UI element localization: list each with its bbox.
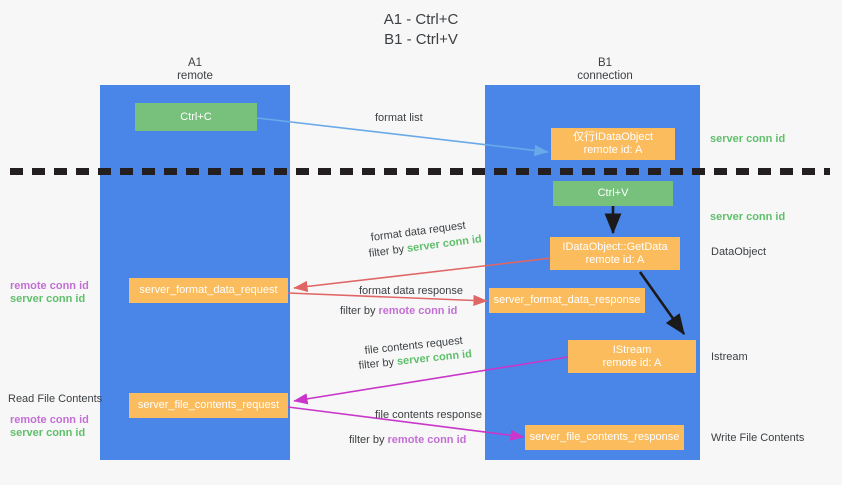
node-istream-sublabel: remote id: A [602, 356, 662, 369]
node-server-file-contents-response[interactable]: server_file_contents_response [525, 425, 684, 450]
edge-label-file-contents-response: file contents response [375, 409, 483, 421]
node-server-file-contents-response-label: server_file_contents_response [529, 431, 680, 443]
node-server-format-data-request[interactable]: server_format_data_request [129, 278, 288, 303]
filter-prefix: filter by [368, 242, 408, 260]
column-header-a1: A1 remote [177, 57, 213, 82]
node-ctrl-v-label: Ctrl+V [597, 187, 629, 199]
note-server-conn-id-top: server conn id [710, 133, 786, 145]
filter-value-remote-conn-id: remote conn id [378, 305, 458, 317]
node-server-format-data-request-label: server_format_data_request [139, 284, 278, 296]
node-idataobject-getdata-label: IDataObject::GetData [562, 240, 668, 253]
filter-value-remote-conn-id: remote conn id [387, 434, 467, 446]
note-istream: Istream [711, 351, 748, 363]
note-remote-conn-id-mid: remote conn id [10, 280, 89, 292]
note-remote-conn-id-low: remote conn id [10, 414, 89, 426]
note-server-conn-id-low: server conn id [10, 427, 86, 439]
node-istream[interactable]: IStream remote id: A [568, 340, 696, 373]
node-idataobject-top-label: 仅行IDataObject [572, 131, 654, 143]
node-ctrl-c[interactable]: Ctrl+C [135, 103, 257, 131]
node-server-format-data-response[interactable]: server_format_data_response [489, 288, 645, 313]
edge-label-file-contents-response-filter: filter by remote conn id [349, 433, 466, 448]
node-server-format-data-response-label: server_format_data_response [493, 294, 641, 306]
column-header-b1: B1 connection [577, 57, 633, 82]
filter-prefix: filter by [349, 434, 388, 446]
phase-divider [10, 168, 830, 175]
page-title: A1 - Ctrl+C B1 - Ctrl+V [383, 11, 459, 48]
note-server-conn-id-mid: server conn id [710, 211, 786, 223]
note-dataobject: DataObject [711, 246, 767, 258]
node-ctrl-c-label: Ctrl+C [180, 110, 212, 123]
note-write-file-contents: Write File Contents [711, 432, 805, 444]
node-ctrl-v[interactable]: Ctrl+V [553, 181, 673, 206]
filter-prefix: filter by [340, 305, 379, 317]
filter-prefix: filter by [358, 355, 398, 372]
edge-label-format-list: format list [375, 112, 423, 124]
node-server-file-contents-request-label: server_file_contents_request [137, 399, 280, 411]
node-istream-label: IStream [612, 343, 652, 356]
edge-label-format-data-response: format data response [359, 285, 463, 297]
node-idataobject-top-sublabel: remote id: A [583, 144, 643, 156]
note-server-conn-id-mid-left: server conn id [10, 293, 86, 305]
node-idataobject-getdata-sublabel: remote id: A [585, 253, 645, 266]
edge-label-format-data-response-filter: filter by remote conn id [340, 304, 457, 319]
note-read-file-contents: Read File Contents [8, 393, 103, 405]
node-server-file-contents-request[interactable]: server_file_contents_request [129, 393, 288, 418]
node-idataobject-getdata[interactable]: IDataObject::GetData remote id: A [550, 237, 680, 270]
node-idataobject-top[interactable]: 仅行IDataObject remote id: A [551, 128, 675, 160]
